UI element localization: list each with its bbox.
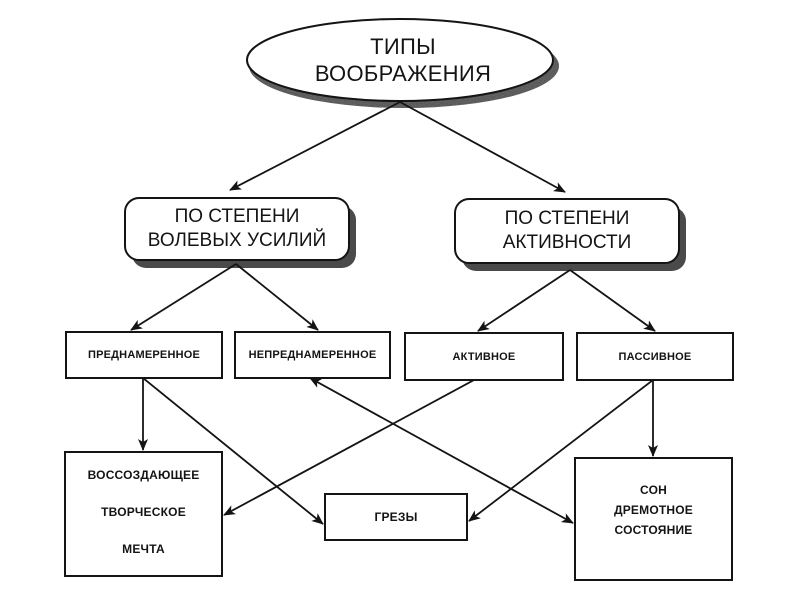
result-label-daydreams: ГРЕЗЫ — [325, 494, 467, 540]
root-label-line: ТИПЫ — [370, 34, 436, 59]
type-label-unintentional: НЕПРЕДНАМЕРЕННОЕ — [248, 349, 377, 361]
result-label-sleep: СОН ДРЕМОТНОЕ СОСТОЯНИЕ — [575, 470, 732, 550]
arrow-root-to-volitional — [229, 101, 401, 191]
category-node-activity — [454, 198, 686, 271]
result-label-line: ДРЕМОТНОЕ — [613, 503, 694, 517]
category-label-volitional: ПО СТЕПЕНИ ВОЛЕВЫХ УСИЛИЙ — [127, 200, 347, 258]
result-label-line: МЕЧТА — [122, 542, 165, 557]
result-label-line: ГРЕЗЫ — [374, 510, 418, 524]
result-box-sleep — [574, 457, 733, 581]
category-node-volitional — [124, 197, 356, 268]
type-label-active: АКТИВНОЕ — [452, 350, 516, 363]
category-label-line: ПО СТЕПЕНИ — [504, 208, 630, 229]
edges — [130, 101, 658, 525]
arrow-activity-to-active — [477, 269, 571, 332]
arrow-intentional-to-daydreams — [142, 377, 324, 525]
type-box-passive — [576, 332, 734, 381]
category-label-line: ПО СТЕПЕНИ — [174, 206, 300, 227]
type-box-active — [404, 332, 564, 381]
root-label: ТИПЫ ВООБРАЖЕНИЯ — [250, 18, 556, 102]
category-node-shape — [124, 197, 350, 261]
type-label-passive: ПАССИВНОЕ — [618, 350, 692, 363]
result-box-recreative — [64, 451, 223, 577]
arrow-unintentional-to-sleep — [309, 377, 574, 524]
category-label-activity: ПО СТЕПЕНИ АКТИВНОСТИ — [457, 201, 677, 261]
result-label-line: ТВОРЧЕСКОЕ — [101, 504, 186, 519]
category-label-line: АКТИВНОСТИ — [502, 232, 632, 253]
type-box-intentional — [65, 331, 223, 379]
category-label-line: ВОЛЕВЫХ УСИЛИЙ — [147, 230, 327, 251]
root-label-line: ВООБРАЖЕНИЯ — [314, 61, 492, 86]
result-label-recreative: ВОССОЗДАЮЩЕЕ ТВОРЧЕСКОЕ МЕЧТА — [65, 456, 222, 568]
type-label-intentional: ПРЕДНАМЕРЕННОЕ — [87, 349, 201, 361]
result-label-line: ВОССОЗДАЮЩЕЕ — [87, 467, 200, 482]
arrow-volitional-to-unintentional — [235, 263, 319, 331]
arrow-root-to-activity — [399, 101, 566, 193]
arrow-activity-to-passive — [569, 269, 656, 332]
result-label-line: СОСТОЯНИЕ — [614, 523, 693, 537]
root-node-shape — [246, 18, 554, 102]
result-label-line: СОН — [640, 483, 667, 497]
arrow-volitional-to-intentional — [130, 263, 237, 331]
root-node — [246, 18, 559, 108]
category-node-shape — [454, 198, 680, 264]
